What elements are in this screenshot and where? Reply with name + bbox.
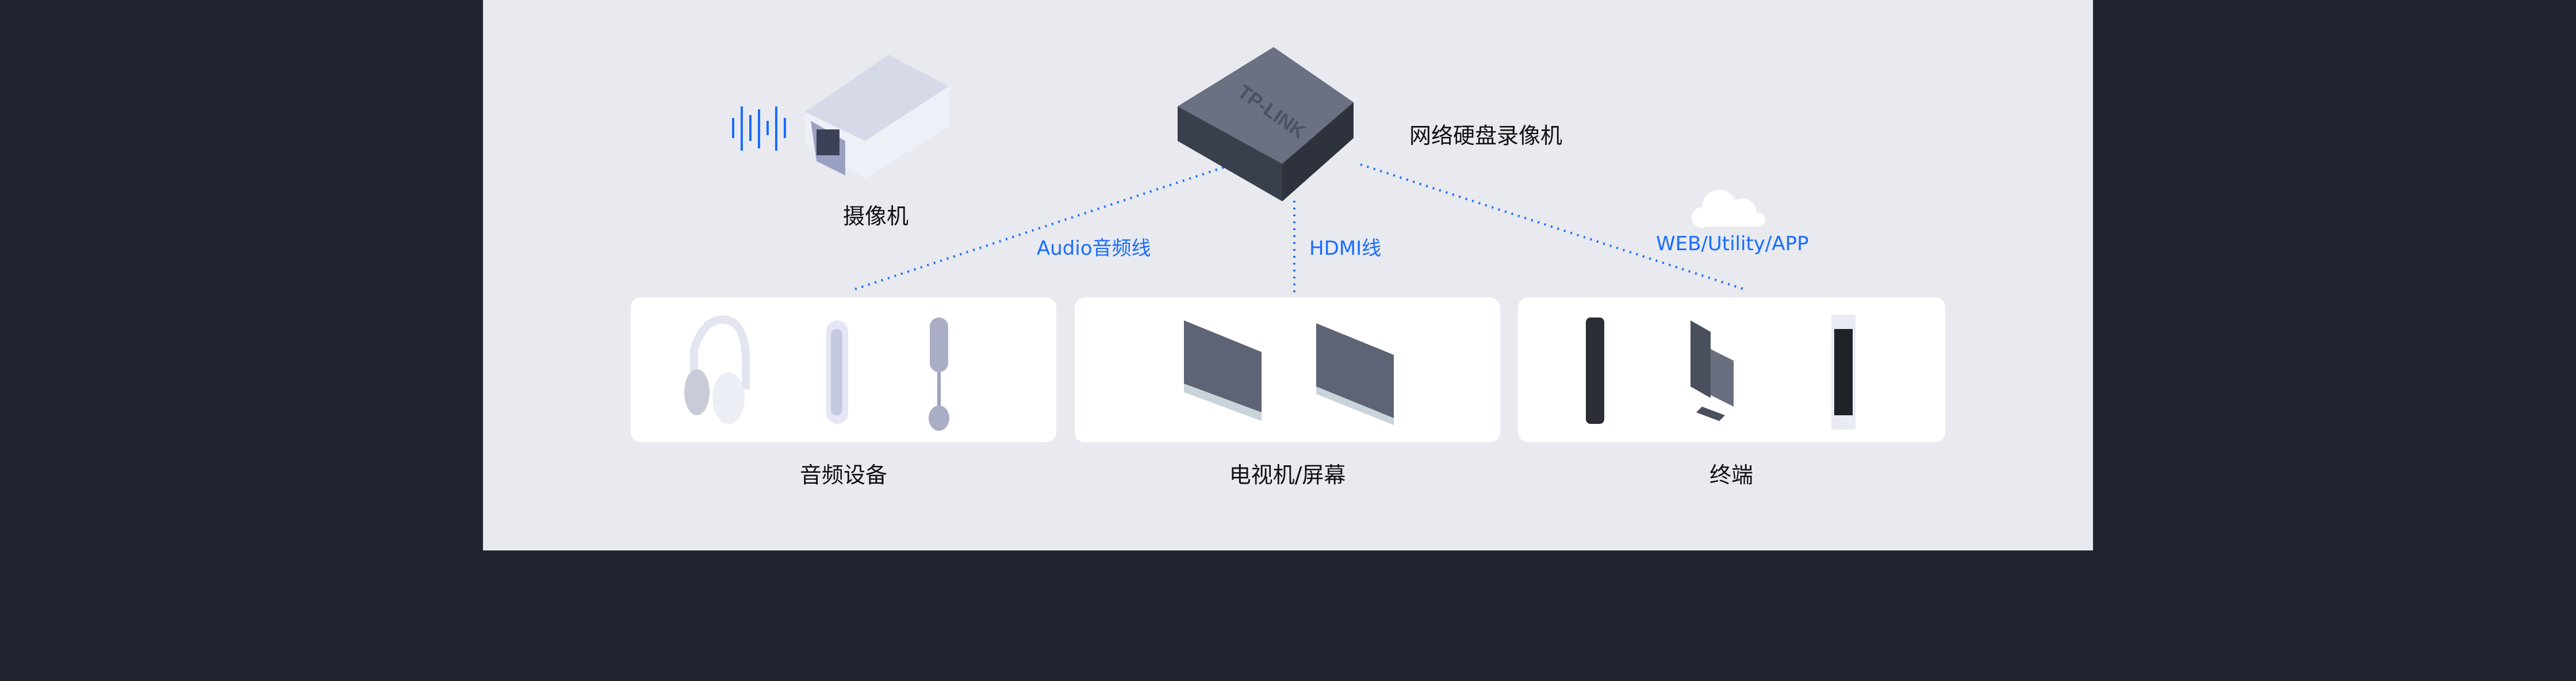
terminals-card	[1518, 297, 1945, 442]
audio-link-label: Audio音频线	[1037, 237, 1151, 260]
tv-screens-label: 电视机/屏幕	[1229, 462, 1346, 488]
audio-devices-card	[631, 297, 1056, 442]
monitor-icon	[1316, 323, 1394, 425]
speaker-icon	[826, 320, 848, 424]
nvr-device-icon: TP-LINK	[1178, 47, 1354, 201]
monitor-icon	[1184, 320, 1262, 421]
web-line	[1360, 163, 1745, 290]
nvr-label: 网络硬盘录像机	[1409, 123, 1563, 148]
desktop-computer-icon	[1690, 320, 1734, 421]
terminals-label: 终端	[1709, 462, 1753, 488]
hdmi-link-label: HDMI线	[1309, 237, 1382, 260]
tablet-icon	[1831, 315, 1856, 430]
sound-wave-icon	[732, 106, 786, 151]
cloud-icon	[1692, 190, 1765, 228]
microphone-icon	[929, 317, 949, 431]
tv-screens-card	[1075, 297, 1500, 442]
audio-line	[854, 166, 1224, 290]
web-link-label: WEB/Utility/APP	[1656, 232, 1809, 255]
audio-devices-label: 音频设备	[799, 462, 887, 488]
headphones-icon	[684, 315, 750, 424]
smartphone-icon	[1586, 317, 1604, 424]
camera-label: 摄像机	[843, 204, 909, 229]
camera-icon	[805, 55, 949, 178]
